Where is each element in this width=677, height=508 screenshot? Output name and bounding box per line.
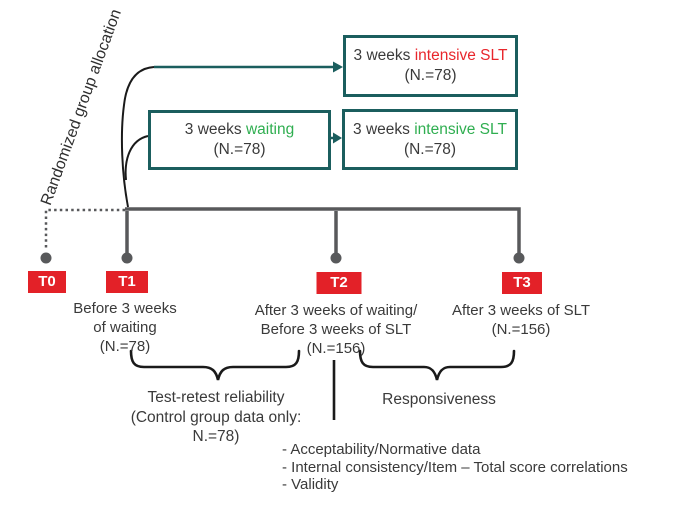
t2-line2: Before 3 weeks of SLT bbox=[260, 321, 412, 338]
test-retest-line1: Test-retest reliability bbox=[147, 389, 285, 406]
arrowhead-intensive-second bbox=[333, 132, 342, 144]
box-intensive-second-highlight: intensive SLT bbox=[414, 120, 507, 138]
brace-responsiveness bbox=[358, 349, 516, 381]
t1-description: Before 3 weeks of waiting (N.=78) bbox=[73, 299, 176, 356]
psychometrics-item-acceptability: - Acceptability/Normative data bbox=[282, 441, 481, 458]
allocation-curve-branch bbox=[124, 135, 149, 181]
box-intensive-slt-first: 3 weeks intensive SLT (N.=78) bbox=[343, 35, 518, 97]
box-intensive-first-prefix: 3 weeks bbox=[353, 47, 415, 64]
test-retest-annotation: Test-retest reliability (Control group d… bbox=[131, 388, 302, 447]
box-intensive-second-prefix: 3 weeks bbox=[353, 120, 415, 138]
t1-line1: Before 3 weeks bbox=[73, 300, 177, 317]
box-intensive-first-n: (N.=78) bbox=[404, 67, 457, 84]
allocation-curve-top bbox=[120, 66, 155, 208]
t2-description: After 3 weeks of waiting/ Before 3 weeks… bbox=[255, 301, 418, 358]
box-waiting-prefix: 3 weeks bbox=[184, 121, 246, 138]
test-retest-line2: (Control group data only: bbox=[130, 408, 302, 426]
psychometrics-list: - Acceptability/Normative data - Interna… bbox=[282, 441, 628, 494]
psychometrics-item-validity: - Validity bbox=[282, 476, 339, 493]
box-waiting-n: (N.=78) bbox=[213, 141, 266, 158]
arrowhead-intensive-first bbox=[333, 61, 343, 73]
t3-description: After 3 weeks of SLT (N.=156) bbox=[452, 301, 590, 339]
t2-line1: After 3 weeks of waiting/ bbox=[254, 302, 418, 319]
psychometrics-item-internal-consistency: - Internal consistency/Item – Total scor… bbox=[282, 458, 628, 476]
box-intensive-second-n: (N.=78) bbox=[403, 140, 457, 158]
box-waiting: 3 weeks waiting (N.=78) bbox=[148, 110, 331, 170]
box-intensive-first-line1: 3 weeks intensive SLT bbox=[354, 46, 508, 66]
t1-line2: of waiting bbox=[93, 319, 157, 336]
dot-t1 bbox=[121, 252, 133, 264]
responsiveness-annotation: Responsiveness bbox=[382, 391, 496, 408]
badge-t1: T1 bbox=[106, 271, 148, 293]
t3-line2: (N.=156) bbox=[491, 321, 551, 338]
t2-line3: (N.=156) bbox=[306, 340, 366, 357]
badge-t2: T2 bbox=[316, 272, 362, 294]
box-waiting-highlight: waiting bbox=[245, 121, 295, 138]
box-intensive-first-highlight: intensive SLT bbox=[414, 47, 508, 64]
t1-line3: (N.=78) bbox=[99, 338, 151, 355]
badge-t0: T0 bbox=[28, 271, 66, 293]
timeline-dotted-t0 bbox=[44, 208, 125, 250]
badge-t3: T3 bbox=[502, 272, 542, 294]
box-intensive-slt-second: 3 weeks intensive SLT (N.=78) bbox=[342, 109, 518, 170]
dot-t3 bbox=[513, 252, 525, 264]
timeline-bar bbox=[125, 207, 521, 254]
brace-test-retest bbox=[129, 349, 301, 381]
box-intensive-second-line1: 3 weeks intensive SLT bbox=[353, 120, 507, 140]
test-retest-line3: N.=78) bbox=[192, 428, 240, 445]
dot-t2 bbox=[330, 252, 342, 264]
box-waiting-line1: 3 weeks waiting bbox=[185, 120, 294, 140]
dot-t0 bbox=[40, 252, 52, 264]
t3-line1: After 3 weeks of SLT bbox=[451, 302, 591, 319]
